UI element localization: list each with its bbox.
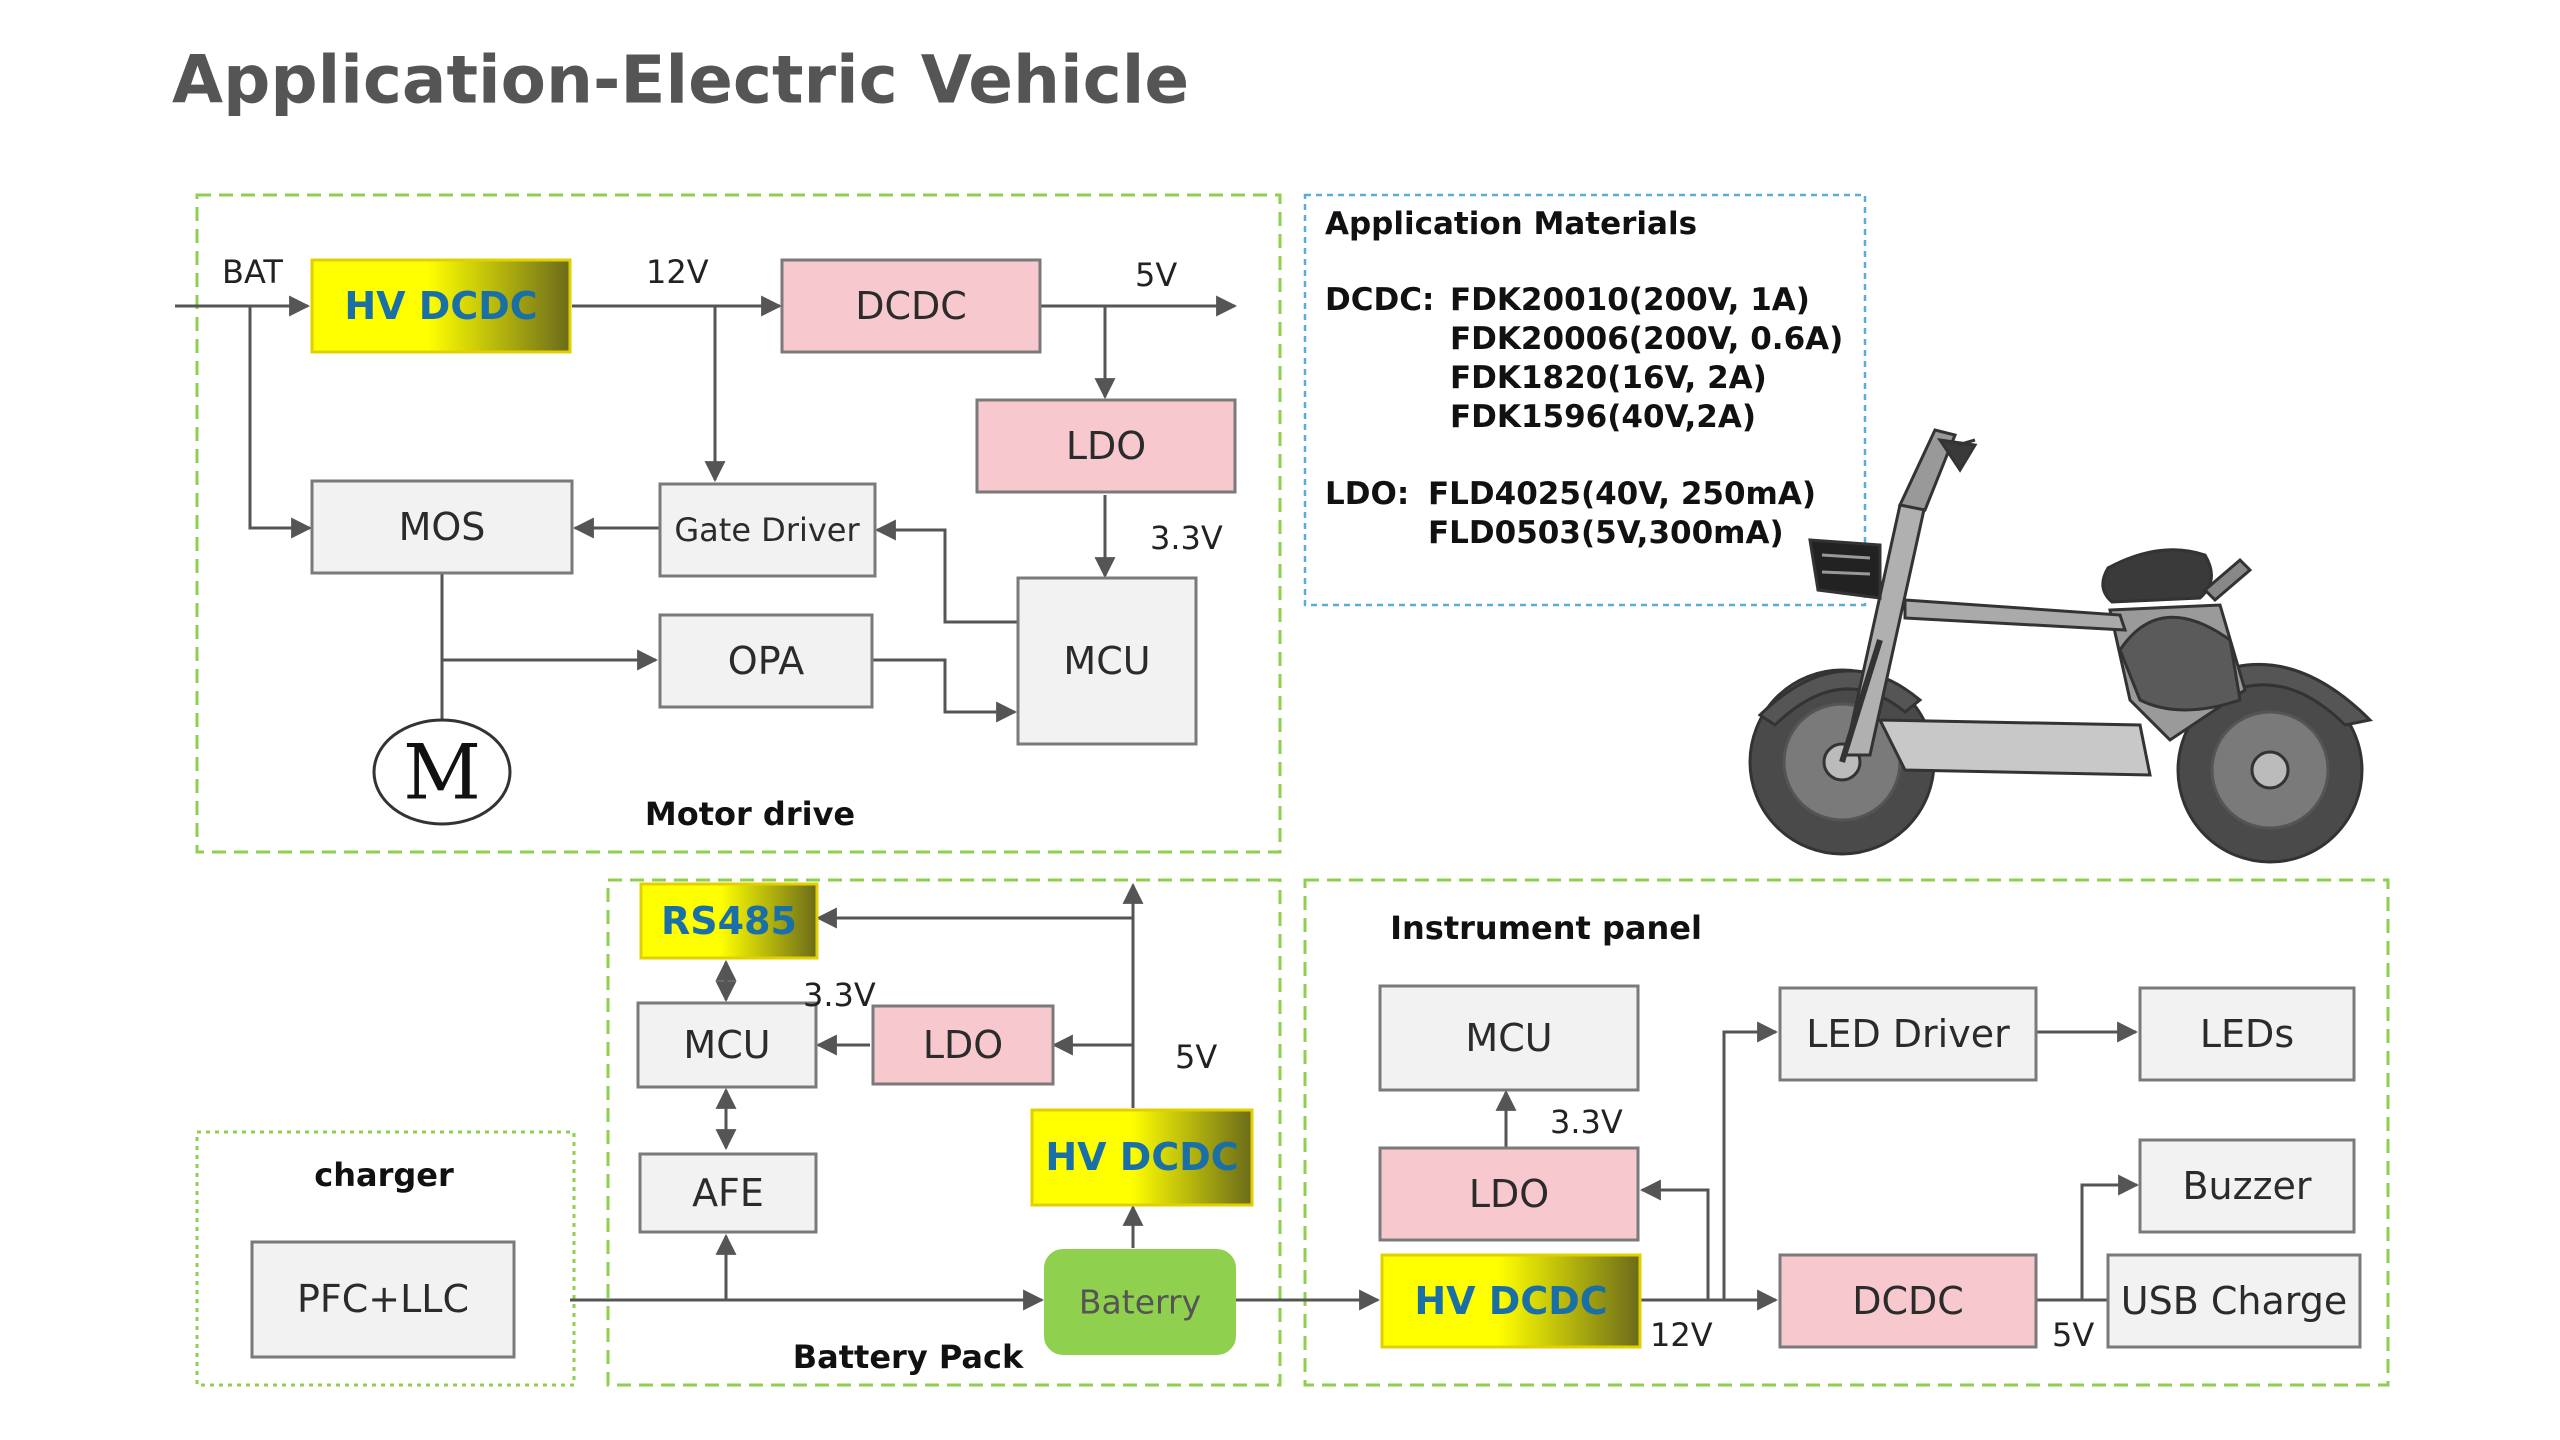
motor-drive-title: Motor drive [645, 795, 855, 833]
dcdc-block [780, 258, 1042, 354]
motor-drive-section: HV DCDC DCDC LDO MOS Gate Driver OPA MCU… [175, 253, 1238, 833]
opa-block [658, 613, 874, 709]
hv-dcdc-label: HV DCDC [344, 284, 537, 328]
materials-region [1303, 193, 1867, 607]
dcdc-block [1778, 1253, 2038, 1349]
hv-dcdc-label: HV DCDC [1045, 1135, 1238, 1179]
dcdc-part-1: FDK20010(200V, 1A) [1450, 282, 1810, 318]
12v-label: 12V [1650, 1316, 1713, 1354]
buzzer-block [2138, 1138, 2356, 1234]
motor-icon [372, 718, 512, 826]
afe-block [638, 1152, 818, 1234]
gate-driver-block [658, 482, 877, 578]
ldo-label: LDO [1469, 1172, 1549, 1216]
pfc-llc-block [250, 1240, 516, 1359]
dcdc-parts-label: DCDC: [1325, 282, 1434, 318]
dcdc-part-4: FDK1596(40V,2A) [1450, 399, 1756, 435]
hv-dcdc-block [310, 258, 572, 354]
materials-title: Application Materials [1325, 206, 1697, 242]
ldo-block [1378, 1146, 1640, 1242]
opa-label: OPA [728, 639, 804, 683]
charger-section: PFC+LLC charger [250, 1156, 1045, 1359]
mcu-label: MCU [683, 1023, 770, 1067]
hv-dcdc-block [1380, 1253, 1642, 1349]
battery-label: Baterry [1079, 1283, 1201, 1322]
instrument-panel-title: Instrument panel [1390, 909, 1702, 947]
dcdc-part-3: FDK1820(16V, 2A) [1450, 360, 1767, 396]
rs485-label: RS485 [661, 899, 797, 943]
ldo-block [871, 1004, 1055, 1086]
battery-pack-region [606, 878, 1282, 1387]
5v-label: 5V [1135, 256, 1177, 294]
page-title: Application-Electric Vehicle [172, 42, 1189, 119]
mcu-to-gate-wire [874, 519, 1017, 624]
battery-block [1044, 1249, 1236, 1355]
5v-to-buzzer-wire [2080, 1174, 2140, 1300]
led-driver-label: LED Driver [1806, 1012, 2010, 1056]
motor-drive-region [195, 193, 1282, 854]
hv-dcdc-label: HV DCDC [1414, 1279, 1607, 1323]
ldo-block [975, 398, 1237, 494]
instrument-panel-section: MCU LDO HV DCDC LED Driver LEDs Buzzer D… [1236, 909, 2362, 1354]
3v3-label: 3.3V [803, 976, 876, 1014]
mos-block [310, 479, 574, 575]
scooter-illustration [1748, 428, 2374, 864]
mcu-block [636, 1001, 818, 1089]
5v-label: 5V [1175, 1038, 1217, 1076]
ldo-label: LDO [923, 1023, 1003, 1067]
charger-title: charger [314, 1156, 454, 1194]
instrument-panel-region [1303, 878, 2390, 1387]
12v-label: 12V [646, 253, 709, 291]
opa-to-mcu-wire [872, 658, 1018, 723]
usb-charge-label: USB Charge [2121, 1279, 2347, 1323]
rs485-block [639, 882, 819, 960]
gate-driver-label: Gate Driver [674, 511, 860, 549]
hv-dcdc-block [1030, 1108, 1254, 1207]
ldo-part-1: FLD4025(40V, 250mA) [1428, 476, 1816, 512]
leds-label: LEDs [2200, 1012, 2294, 1056]
mcu-label: MCU [1063, 639, 1150, 683]
materials-section: Application Materials DCDC: FDK20010(200… [1325, 206, 1843, 551]
12v-to-ldo-wire [1639, 1179, 1710, 1300]
3v3-label: 3.3V [1150, 519, 1223, 557]
ldo-part-2: FLD0503(5V,300mA) [1428, 515, 1784, 551]
dcdc-part-2: FDK20006(200V, 0.6A) [1450, 321, 1843, 357]
pfc-llc-label: PFC+LLC [297, 1277, 469, 1321]
leds-block [2138, 986, 2356, 1082]
mcu-block [1378, 984, 1640, 1092]
dcdc-label: DCDC [855, 284, 967, 328]
buzzer-label: Buzzer [2182, 1164, 2311, 1208]
afe-label: AFE [692, 1171, 764, 1215]
12v-to-led-driver-wire [1722, 1021, 1779, 1300]
ldo-parts-label: LDO: [1325, 476, 1409, 512]
motor-symbol: M [403, 728, 481, 817]
battery-pack-title: Battery Pack [793, 1338, 1024, 1376]
battery-pack-section: RS485 MCU LDO AFE HV DCDC Baterry 3.3V 5… [636, 882, 1254, 1376]
5v-label: 5V [2052, 1316, 2094, 1354]
led-driver-block [1778, 986, 2038, 1082]
mcu-block [1016, 576, 1198, 746]
usb-charge-block [2106, 1253, 2362, 1349]
bat-label: BAT [222, 253, 283, 291]
ldo-label: LDO [1066, 424, 1146, 468]
mos-label: MOS [399, 505, 486, 549]
bat-to-mos-wire [248, 306, 313, 539]
mcu-label: MCU [1465, 1016, 1552, 1060]
dcdc-label: DCDC [1852, 1279, 1964, 1323]
3v3-label: 3.3V [1550, 1103, 1623, 1141]
